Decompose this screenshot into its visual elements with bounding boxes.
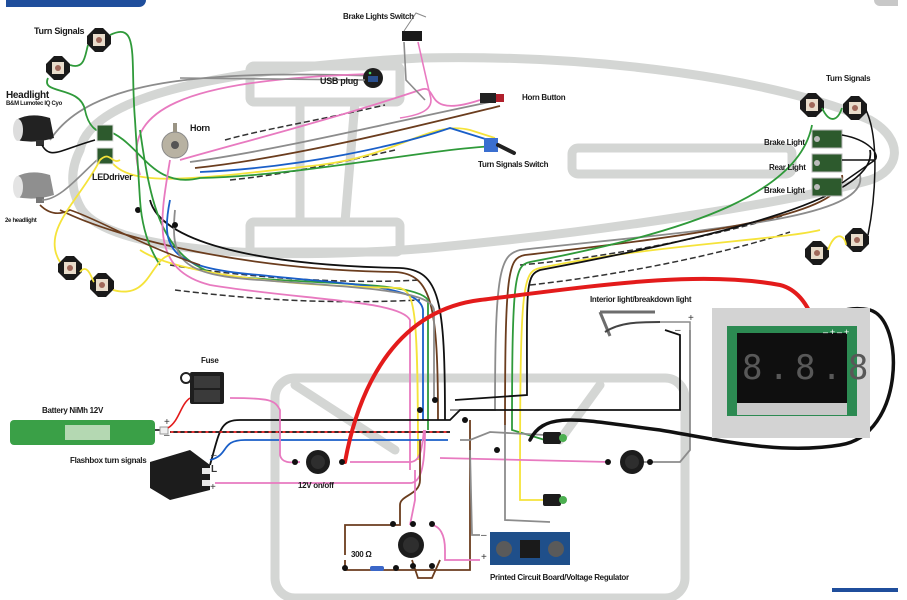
junction-dots: [135, 207, 653, 571]
harness-front: [49, 73, 501, 181]
voltmeter-icon: [712, 308, 870, 438]
header-bar: [6, 0, 146, 7]
switch-12v-icon: [306, 450, 330, 474]
indicator-led-2: [543, 494, 567, 506]
label-turn-signals-switch: Turn Signals Switch: [478, 160, 549, 169]
turn-signal-led-rear-1: [800, 93, 824, 117]
brake-light-board-2: [811, 177, 843, 197]
second-headlight-icon: [13, 172, 54, 203]
turn-signal-led-rear-2: [843, 96, 867, 120]
led-driver-board-1: [96, 124, 114, 142]
turn-signal-led-front-4: [90, 273, 114, 297]
turn-signal-led-front-3: [58, 256, 82, 280]
wire-gray: [49, 73, 381, 141]
flashbox-l: L: [211, 464, 217, 475]
fuse-icon: [180, 372, 224, 404]
wire-red-voltmeter: [343, 276, 817, 464]
wire-gray-2: [189, 99, 501, 163]
label-horn-button: Horn Button: [522, 93, 566, 102]
label-turn-signals-rear: Turn Signals: [826, 74, 871, 83]
label-usb-plug: USB plug: [320, 76, 359, 86]
wire-brown: [194, 105, 501, 169]
battery-minus: –: [164, 430, 170, 441]
label-headlight: Headlight: [6, 90, 49, 101]
horn-button-icon: [480, 93, 504, 103]
label-horn: Horn: [190, 123, 210, 133]
label-interior-light: Interior light/breakdown light: [590, 295, 692, 304]
interior-light-icon: [598, 310, 661, 337]
wire-green: [104, 129, 496, 181]
interior-light-plus: +: [688, 313, 694, 324]
flashbox-plus: +: [210, 482, 216, 493]
label-brake-light-1: Brake Light: [764, 138, 805, 147]
harness-dashes: [169, 104, 791, 303]
label-fuse: Fuse: [201, 356, 219, 365]
corner-tab: [874, 0, 898, 6]
label-turn-signals-front: Turn Signals: [34, 26, 85, 36]
footer-bar: [832, 588, 898, 592]
pcb-voltage-regulator-icon: [490, 532, 570, 565]
wire-yellow: [109, 127, 496, 180]
label-brake-lights-switch: Brake Lights Switch: [343, 12, 414, 21]
label-pcb: Printed Circuit Board/Voltage Regulator: [490, 573, 629, 582]
chassis-strut-2: [340, 97, 360, 227]
battery-icon: [10, 420, 155, 445]
turn-signal-led-front-1: [46, 56, 70, 80]
turn-signal-led-rear-4: [845, 228, 869, 252]
pcb-minus: –: [481, 530, 487, 541]
wire-blue: [199, 127, 496, 173]
chassis-lower-box: [270, 373, 690, 600]
label-headlight-model: B&M Lumotec IQ Cyo: [6, 101, 62, 107]
flashbox-icon: [150, 450, 210, 500]
label-switch-12v: 12V on/off: [298, 481, 334, 490]
pcb-plus: +: [481, 552, 487, 563]
label-second-headlight: 2e headlight: [5, 218, 37, 224]
indicator-led-1: [543, 432, 567, 444]
lower-wiring: [170, 329, 691, 579]
label-rear-light: Rear Light: [769, 163, 806, 172]
voltmeter-terminals: – + – +: [823, 327, 849, 337]
battery-connector: [159, 426, 169, 435]
headlight-icon: [13, 115, 54, 146]
battery-plus: +: [164, 417, 170, 428]
turn-signal-led-rear-3: [805, 241, 829, 265]
label-resistor: 300 Ω: [351, 550, 372, 559]
main-switch-icon: [398, 532, 424, 558]
voltmeter-display: 8.8.8: [742, 348, 875, 388]
flashbox-minus: –: [211, 450, 217, 461]
label-brake-light-2: Brake Light: [764, 186, 805, 195]
usb-plug-icon: [363, 68, 383, 88]
label-led-driver: LEDdriver: [92, 172, 133, 182]
interior-light-switch-icon: [620, 450, 644, 474]
wire-pink-2: [179, 88, 481, 161]
chassis-lower-diag-2: [555, 380, 605, 445]
resistor-icon: [370, 566, 384, 571]
turn-signals-switch-icon: [484, 138, 516, 155]
label-flashbox: Flashbox turn signals: [70, 456, 147, 465]
harness-rear: [450, 124, 872, 501]
interior-light-minus: –: [675, 325, 681, 336]
chassis-tail: [567, 143, 797, 179]
brake-lights-switch-icon: [402, 12, 427, 41]
horn-icon: [161, 123, 189, 159]
chassis-seat-rear: [245, 217, 405, 257]
brake-light-board-1: [811, 129, 843, 149]
turn-signal-led-front-2: [87, 28, 111, 52]
harness-down: [59, 129, 446, 470]
rear-light-board: [811, 153, 843, 173]
label-battery: Battery NiMh 12V: [42, 406, 103, 415]
